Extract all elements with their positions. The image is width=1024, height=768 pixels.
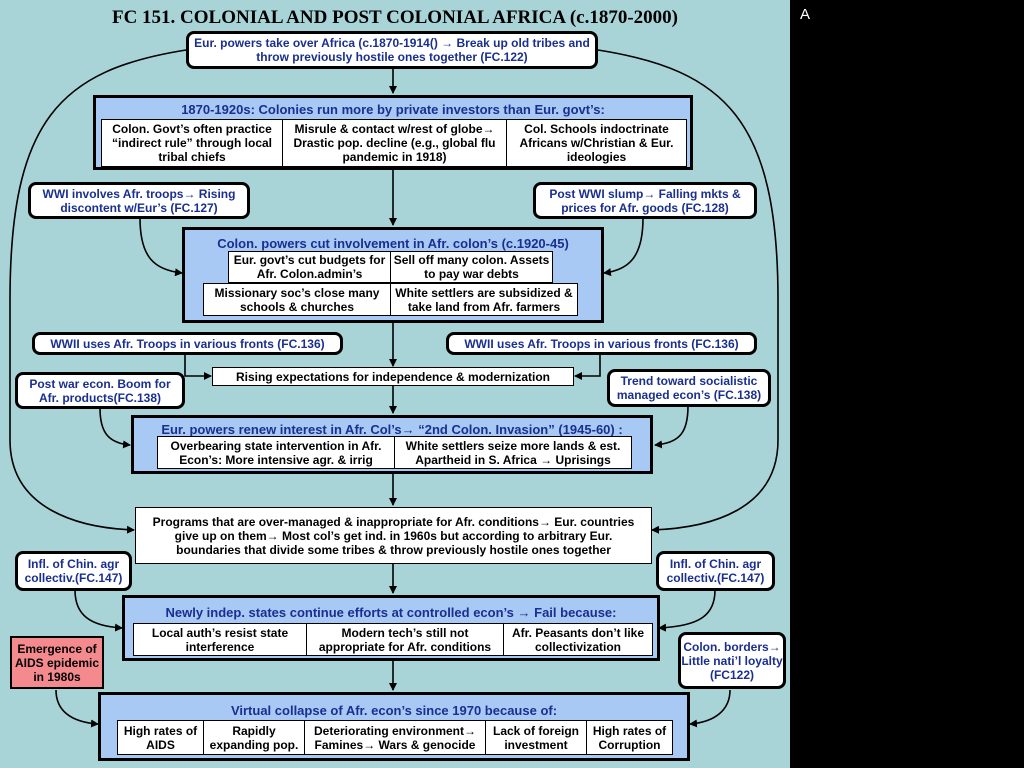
note-postwar-boom: Post war econ. Boom for Afr. products(FC… [15, 372, 185, 409]
panel2-cell-missionary: Missionary soc’s close many schools & ch… [203, 283, 391, 316]
panel-private-investors: 1870-1920s: Colonies run more by private… [93, 95, 693, 170]
panel1-cell-schools: Col. Schools indoctrinate Africans w/Chr… [506, 119, 687, 167]
panel2-cell-assets: Sell off many colon. Assets to pay war d… [390, 251, 553, 283]
panel5-header: Virtual collapse of Afr. econ’s since 19… [230, 703, 558, 718]
arrow-chin-right [658, 589, 716, 632]
note-chin-right: Infl. of Chin. agr collectiv.(FC.147) [656, 551, 775, 591]
panel4-cell-peasants: Afr. Peasants don’t like collectivizatio… [503, 623, 653, 656]
panel-controlled-econ: Newly indep. states continue efforts at … [122, 595, 660, 661]
note-colonial-borders: Colon. borders→ Little nati’l loyalty (F… [678, 632, 786, 689]
arrow-postwar [99, 407, 131, 449]
panel-virtual-collapse: Virtual collapse of Afr. econ’s since 19… [98, 692, 690, 761]
arrow-wwi-left [139, 217, 183, 277]
panel3-cell-state-intervention: Overbearing state intervention in Afr. E… [157, 436, 395, 469]
panel2-cell-settlers: White settlers are subsidized & take lan… [390, 283, 578, 316]
note-socialistic-trend: Trend toward socialistic managed econ’s … [607, 369, 771, 407]
panel4-cell-modern-tech: Modern tech’s still not appropriate for … [306, 623, 504, 656]
rising-expectations: Rising expectations for independence & m… [212, 367, 574, 386]
panel5-cell-aids: High rates of AIDS [117, 720, 204, 755]
panel-second-invasion: Eur. powers renew interest in Afr. Col’s… [131, 415, 653, 474]
panel5-cell-environment: Deteriorating environment→ Famines→ Wars… [304, 720, 486, 755]
note-wwii-left: WWII uses Afr. Troops in various fronts … [32, 332, 343, 355]
arrow-wwii-right [574, 354, 601, 380]
panel2-cell-budgets: Eur. govt’s cut budgets for Afr. Colon.a… [228, 251, 391, 283]
note-chin-left: Infl. of Chin. agr collectiv.(FC.147) [15, 551, 132, 591]
panel1-cell-indirect-rule: Colon. Govt’s often practice “indirect r… [101, 119, 283, 167]
slide-letter-label: A [800, 6, 811, 23]
panel2-header: Colon. powers cut involvement in Afr. co… [217, 236, 569, 251]
panel5-cell-corruption: High rates of Corruption [586, 720, 673, 755]
panel-cut-involvement: Colon. powers cut involvement in Afr. co… [182, 227, 604, 323]
slide: FC 151. COLONIAL AND POST COLONIAL AFRIC… [0, 0, 790, 768]
top-box: Eur. powers take over Africa (c.1870-191… [186, 31, 598, 69]
arrow-right-arc [597, 49, 779, 534]
aids-emergence-box: Emergence of AIDS epidemic in 1980s [10, 636, 104, 689]
panel4-header: Newly indep. states continue efforts at … [165, 605, 617, 620]
note-wwi-troops: WWI involves Afr. troops→ Rising discont… [28, 182, 250, 219]
panel1-header: 1870-1920s: Colonies run more by private… [181, 102, 605, 117]
panel4-cell-local-auths: Local auth’s resist state interference [133, 623, 307, 656]
flow-arrows [9, 49, 779, 728]
arrow-chin-left [74, 589, 123, 632]
panel1-cell-misrule: Misrule & contact w/rest of globe→ Drast… [282, 119, 507, 167]
arrow-trend [654, 405, 689, 449]
arrow-aids [55, 689, 99, 728]
arrow-wwii-left [184, 354, 212, 380]
note-post-wwi-slump: Post WWI slump→ Falling mkts & prices fo… [533, 182, 757, 219]
programs-box: Programs that are over-managed & inappro… [135, 507, 652, 564]
page-title: FC 151. COLONIAL AND POST COLONIAL AFRIC… [111, 7, 678, 28]
arrow-left-arc [9, 49, 187, 534]
panel5-cell-population: Rapidly expanding pop. [203, 720, 305, 755]
arrow-borders [689, 689, 731, 728]
panel3-cell-apartheid: White settlers seize more lands & est. A… [394, 436, 632, 469]
note-wwii-right: WWII uses Afr. Troops in various fronts … [446, 332, 757, 355]
arrow-wwi-right [603, 217, 644, 277]
panel5-cell-foreign-investment: Lack of foreign investment [485, 720, 587, 755]
panel3-header: Eur. powers renew interest in Afr. Col’s… [161, 422, 623, 437]
